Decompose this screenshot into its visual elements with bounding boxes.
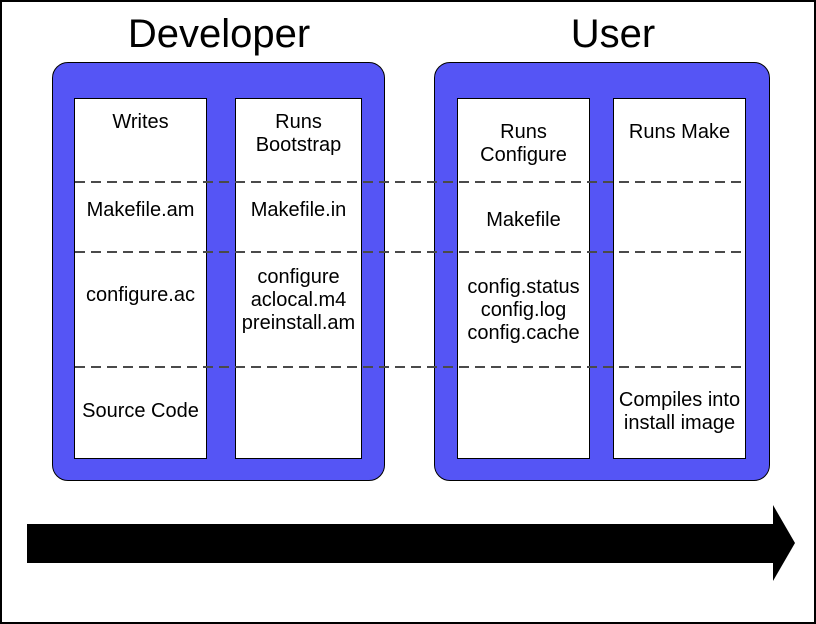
cell-writes: Writes — [112, 111, 169, 133]
cell-compiles-into: Compiles into install image — [618, 389, 741, 434]
cell-configure-ac: configure.ac — [86, 284, 195, 306]
cell-makefile-in: Makefile.in — [250, 199, 347, 221]
cell-runs-configure: Runs Configure — [480, 121, 567, 166]
cell-runs-make: Runs Make — [628, 121, 731, 143]
row-divider-dashed-line-2 — [75, 251, 746, 253]
user-title: User — [570, 12, 656, 56]
cell-runs-bootstrap: Runs Bootstrap — [255, 111, 342, 156]
cell-makefile: Makefile — [486, 209, 561, 231]
row-divider-dashed-line-1 — [75, 181, 746, 183]
developer-bootstrap-column: Runs Bootstrap Makefile.in configure acl… — [235, 98, 362, 459]
user-configure-column: Runs Configure Makefile config.status co… — [457, 98, 590, 459]
cell-source-code: Source Code — [82, 400, 199, 422]
cell-makefile-am: Makefile.am — [86, 199, 195, 221]
developer-writes-column: Writes Makefile.am configure.ac Source C… — [74, 98, 207, 459]
arrow-head-icon — [773, 505, 795, 581]
row-divider-dashed-line-3 — [75, 366, 746, 368]
cell-bootstrap-outputs: configure aclocal.m4 preinstall.am — [241, 266, 356, 334]
cell-configure-outputs: config.status config.log config.cache — [467, 276, 580, 344]
user-make-column: Runs Make Compiles into install image — [613, 98, 746, 459]
arrow-shaft — [27, 524, 773, 563]
developer-title: Developer — [127, 12, 311, 56]
